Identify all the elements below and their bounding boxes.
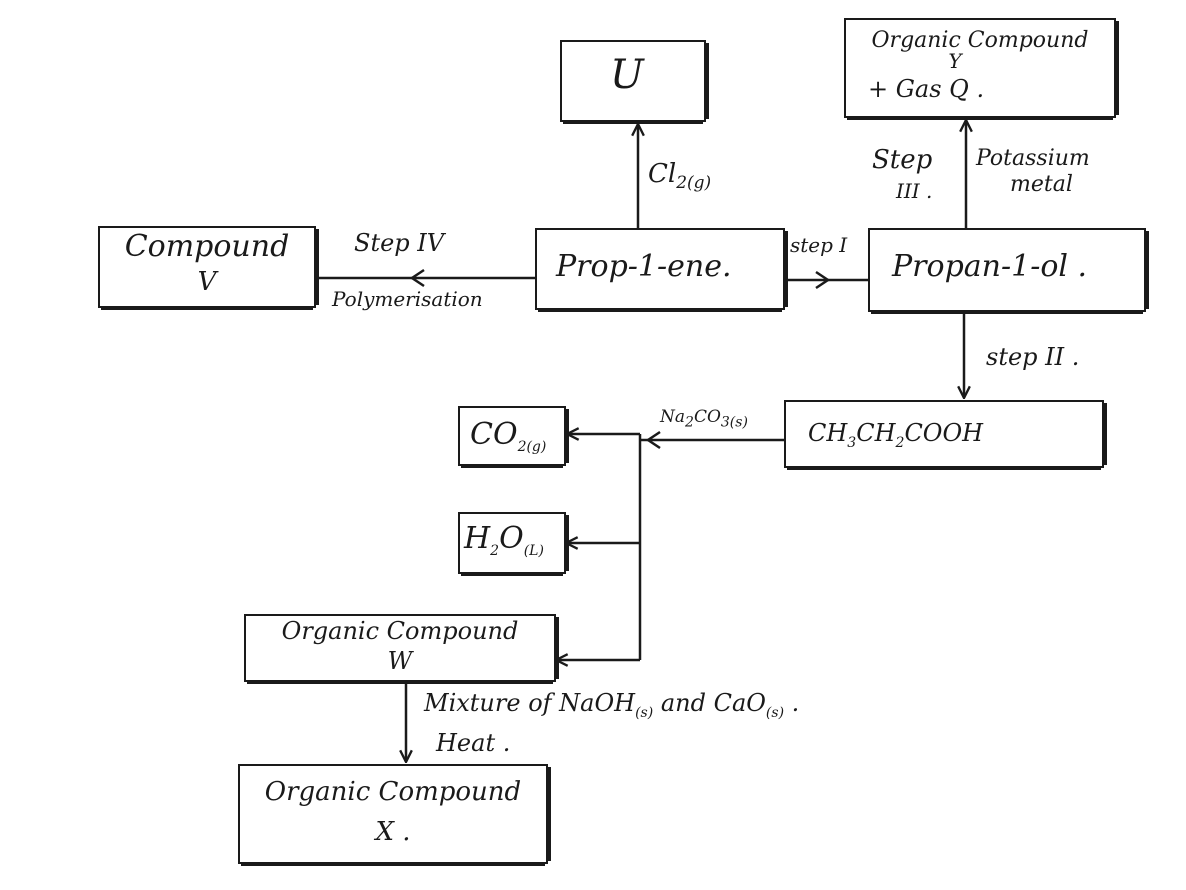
node-w-line2: W <box>387 647 413 675</box>
acid-sub-2: 2 <box>895 434 905 451</box>
node-propanoic-acid <box>784 400 1104 468</box>
cl2-sub: 2(g) <box>676 173 712 194</box>
label-polymerisation: Polymerisation <box>332 287 483 311</box>
co2-sub: 2(g) <box>517 439 547 455</box>
node-h2o <box>458 512 566 574</box>
label-step-iv: Step IV <box>354 229 445 257</box>
mixture-part3: . <box>784 689 800 717</box>
node-u <box>560 40 706 122</box>
na2co3-na: Na <box>660 407 686 427</box>
na2co3-co: CO <box>693 407 721 427</box>
label-step-iii-line1: Step <box>872 145 933 175</box>
node-y-line3: + Gas Q . <box>868 75 985 103</box>
acid-sub-3: 3 <box>847 434 857 451</box>
node-y-gas-q <box>844 18 1116 118</box>
label-na2co3: Na2CO3(s) <box>660 407 748 431</box>
node-propanol <box>868 228 1146 312</box>
acid-part-cooh: COOH <box>904 419 984 447</box>
acid-part-ch: CH <box>808 419 848 447</box>
node-propanol-label: Propan-1-ol . <box>892 249 1088 284</box>
h2o-sub-l: (L) <box>523 543 544 559</box>
node-w-line1: Organic Compound <box>281 617 519 645</box>
node-x-line2: X . <box>375 817 411 847</box>
mixture-sub2: (s) <box>765 704 785 721</box>
node-compound-v <box>98 226 316 308</box>
mixture-part1: Mixture of NaOH <box>424 689 636 717</box>
arrowhead-na2co3 <box>645 430 661 450</box>
h2o-h: H <box>464 521 491 556</box>
cl2-main: Cl <box>648 159 677 189</box>
node-x <box>238 764 548 864</box>
na2co3-sub-3s: 3(s) <box>720 414 748 431</box>
label-step-ii: step II . <box>986 343 1080 371</box>
node-y-line1: Organic Compound <box>871 28 1089 53</box>
label-heat: Heat . <box>436 729 511 757</box>
node-u-label: U <box>610 52 644 98</box>
node-x-line1: Organic Compound <box>264 777 522 807</box>
node-co2-formula: CO2(g) <box>470 417 547 455</box>
label-potassium-line1: Potassium <box>976 146 1090 171</box>
h2o-sub-2: 2 <box>490 543 500 559</box>
node-v-line2: V <box>197 267 217 297</box>
node-acid-formula: CH3CH2COOH <box>808 419 984 451</box>
mixture-part2: and CaO <box>653 689 766 717</box>
co2-main: CO <box>470 417 518 452</box>
label-step-iii-line2: III . <box>896 179 933 203</box>
acid-part-ch2: CH <box>856 419 896 447</box>
arrowhead-step-i <box>815 270 831 290</box>
mixture-sub1: (s) <box>635 704 654 721</box>
node-h2o-formula: H2O(L) <box>464 521 544 559</box>
node-v-line1: Compound <box>124 229 290 264</box>
label-mixture: Mixture of NaOH(s) and CaO(s) . <box>424 689 800 721</box>
na2co3-sub-2: 2 <box>685 414 694 431</box>
node-propene <box>535 228 785 310</box>
h2o-o: O <box>499 521 524 556</box>
label-potassium-line2: metal <box>1010 172 1073 197</box>
arrowhead-step-iv <box>409 268 425 288</box>
label-cl2: Cl2(g) <box>648 159 712 194</box>
node-y-line2: Y <box>948 49 962 73</box>
node-co2 <box>458 406 566 466</box>
node-w <box>244 614 556 682</box>
label-step-i: step I <box>790 233 848 257</box>
node-propene-label: Prop-1-ene. <box>556 249 732 284</box>
